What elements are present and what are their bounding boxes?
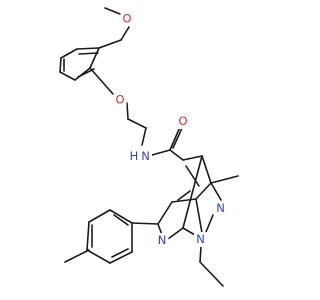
bond-36 <box>199 261 224 287</box>
amide-hydrogen-label: H <box>130 149 139 163</box>
pyrazole-n2-label: N <box>216 201 225 215</box>
bond-34 <box>210 175 239 184</box>
bond-21 <box>201 155 212 184</box>
bond-7 <box>60 48 78 59</box>
bond-38 <box>109 209 133 224</box>
bond-0 <box>104 7 121 15</box>
bond-9 <box>78 52 99 55</box>
bond-20 <box>182 155 203 161</box>
bond-39 <box>88 209 111 223</box>
pyridine-nitrogen-label: N <box>158 233 167 247</box>
bond-37 <box>131 222 159 225</box>
bond-13 <box>126 102 129 120</box>
bond-18 <box>172 125 184 149</box>
bond-23 <box>171 198 197 203</box>
bond-16 <box>151 149 171 156</box>
bond-14 <box>127 118 147 129</box>
molecule-structure: O O N H O N N N <box>59 7 239 287</box>
bond-32 <box>182 227 196 236</box>
bond-12 <box>89 67 114 95</box>
bond-47 <box>64 249 90 263</box>
bond-2 <box>98 39 122 49</box>
bond-29 <box>185 165 200 187</box>
bond-19 <box>169 149 184 161</box>
amide-nitrogen-label: N <box>141 149 150 163</box>
bond-27 <box>182 155 203 229</box>
bond-44 <box>113 214 129 226</box>
pyrazole-n1-label: N <box>196 232 205 246</box>
bond-28 <box>177 190 191 201</box>
bond-5 <box>59 71 76 81</box>
bond-31 <box>205 214 214 233</box>
bond-33 <box>195 198 203 234</box>
bond-8 <box>76 47 100 50</box>
bond-6 <box>59 57 62 73</box>
bond-layer <box>59 7 239 287</box>
bond-22 <box>195 182 212 200</box>
bond-17 <box>169 126 181 151</box>
bond-26 <box>167 227 184 240</box>
label-layer: O O N H O N N N <box>113 11 227 248</box>
bond-46 <box>111 248 129 258</box>
methoxy-oxygen-label: O <box>122 12 131 26</box>
bond-42 <box>109 251 133 264</box>
bond-41 <box>86 249 111 264</box>
bond-1 <box>120 26 130 41</box>
bond-15 <box>141 127 147 146</box>
bond-3 <box>89 47 100 69</box>
bond-40 <box>86 221 90 251</box>
ether-oxygen-label: O <box>115 93 124 107</box>
bond-35 <box>199 246 202 263</box>
bond-30 <box>210 182 222 201</box>
carbonyl-oxygen-label: O <box>178 114 187 128</box>
bond-24 <box>157 201 173 225</box>
